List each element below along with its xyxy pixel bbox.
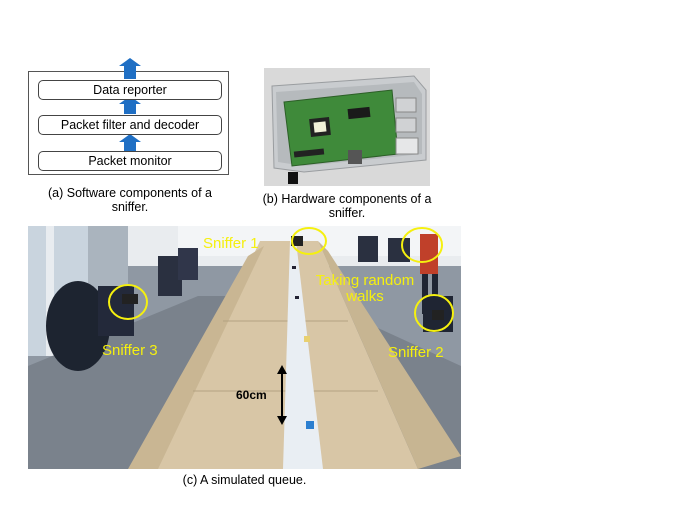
random-walker-circle [401,227,443,263]
arrow-up-icon [119,58,141,79]
layer-packet-monitor: Packet monitor [38,151,222,171]
tape-strip [283,241,323,469]
layer-data-reporter: Data reporter [38,80,222,100]
queue-photo: Sniffer 1 Taking random walks Sniffer 2 … [28,226,461,469]
sniffer1-circle [291,227,327,255]
sniffer2-circle [414,294,454,332]
label-sniffer-3: Sniffer 3 [102,342,158,359]
hardware-photo [264,68,430,186]
label-sniffer-2: Sniffer 2 [388,344,444,361]
caption-c: (c) A simulated queue. [182,473,307,487]
label-random-line1: Taking random [315,272,415,289]
queue-photo-scene [28,226,461,469]
caption-a-line1: (a) Software components of a [48,186,212,200]
caption-b-line2: sniffer. [328,206,366,220]
label-taking-random-walks: Taking random walks [310,273,420,305]
caption-b: (b) Hardware components of a sniffer. [254,192,440,220]
distance-arrow [277,365,287,425]
long-table [153,241,418,469]
caption-a-line2: sniffer. [111,200,149,214]
label-sniffer-1: Sniffer 1 [203,235,259,252]
label-random-line2: walks [346,288,384,305]
layer-packet-filter-decoder: Packet filter and decoder [38,115,222,135]
sniffer3-circle [108,284,148,320]
arrow-up-icon [119,96,141,114]
caption-b-line1: (b) Hardware components of a [262,192,432,206]
caption-a: (a) Software components of a sniffer. [28,186,232,214]
arrow-up-icon [119,134,141,151]
label-distance: 60cm [236,388,267,402]
